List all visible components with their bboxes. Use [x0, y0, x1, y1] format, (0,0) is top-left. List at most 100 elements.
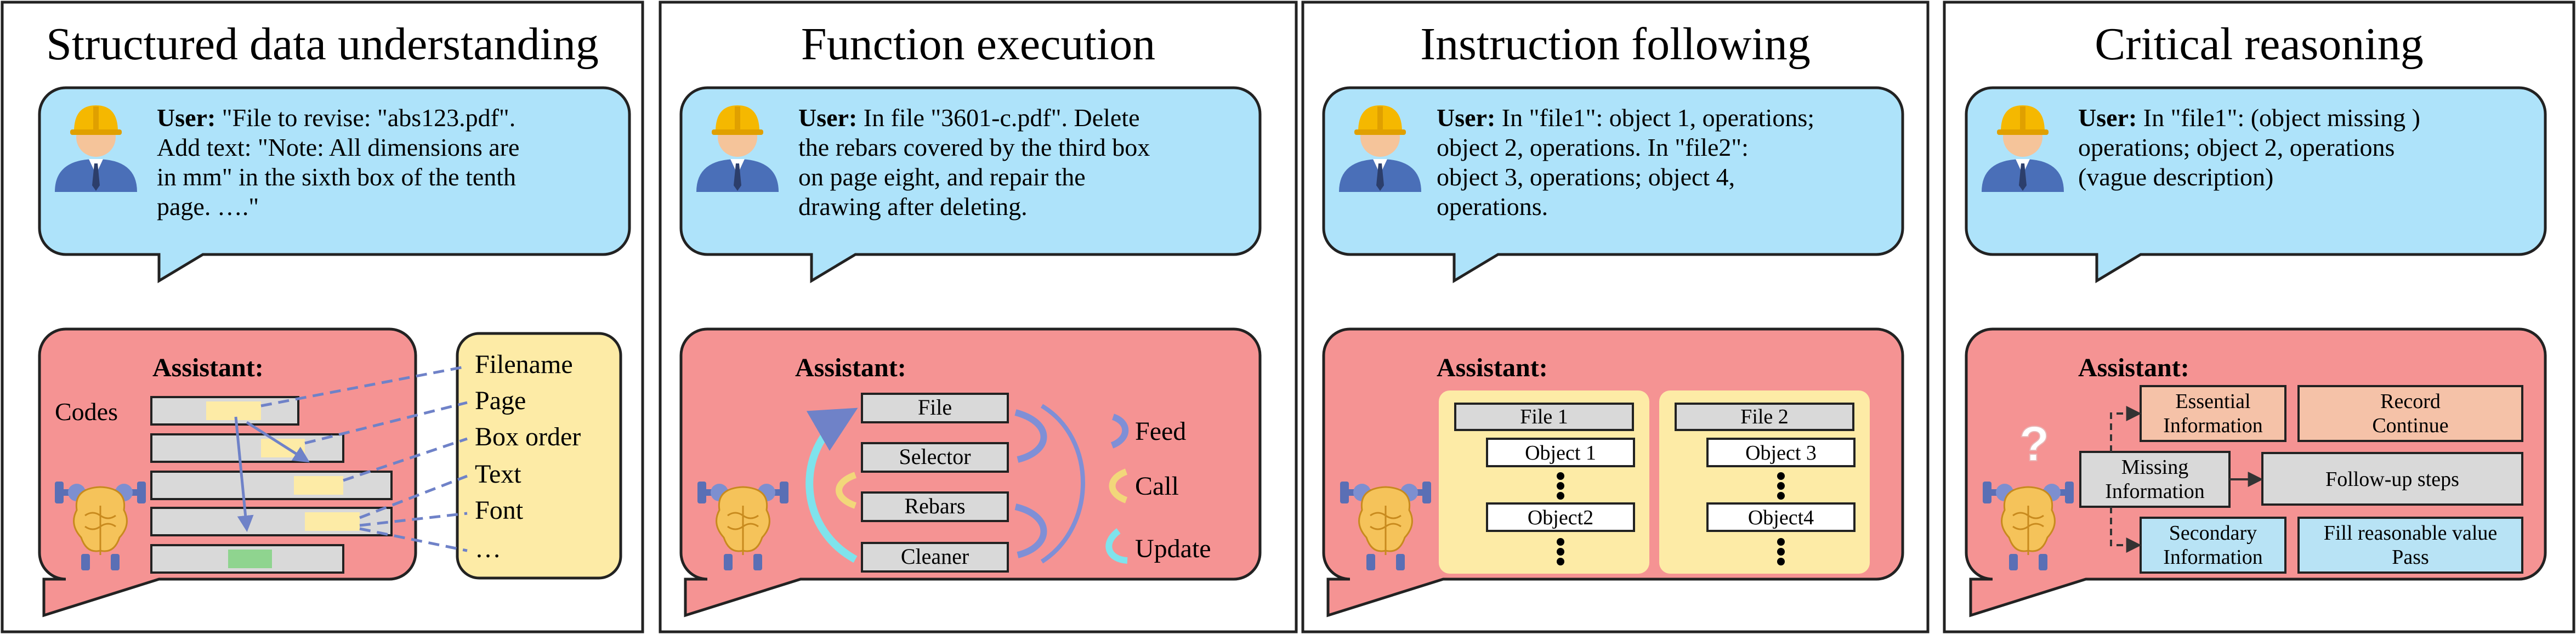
function-box-rebars [861, 491, 1009, 522]
ellipsis-dot [1777, 482, 1785, 490]
reasoning-connectors [2110, 406, 2263, 553]
user-label: User: [798, 104, 857, 132]
user-bubble-1 [38, 86, 631, 284]
function-box-selector [861, 442, 1009, 473]
user-text-line: In "file1": (object missing ) [2137, 104, 2420, 132]
connector-essential [2110, 406, 2142, 452]
panel-frame-2 [659, 1, 1298, 633]
link-arrow [246, 421, 310, 463]
codes-label: Codes [55, 398, 118, 426]
panel-frame-4 [1943, 1, 2575, 633]
svg-text:User: In file "3601-c.pdf". De: User: In file "3601-c.pdf". Delete [798, 104, 1140, 132]
connector-secondary [2110, 507, 2142, 553]
fill-value-label: Fill reasonable value Pass [2323, 522, 2498, 569]
svg-text:User: In "file1": object 1, op: User: In "file1": object 1, operations; [1437, 104, 1814, 132]
feed-arrow [1040, 404, 1085, 564]
file-label: File 2 [1740, 405, 1789, 428]
field-item: Box order [475, 422, 581, 451]
user-avatar-icon [1339, 105, 1421, 192]
object-box [1706, 502, 1856, 532]
user-message-2: User: In file "3601-c.pdf". Delete the r… [798, 104, 1150, 220]
question-mark-icon: ? [2019, 417, 2050, 472]
record-continue-box [2297, 385, 2523, 442]
svg-text:User: In "file1": (object miss: User: In "file1": (object missing ) [2078, 104, 2420, 132]
feed-arrow [1014, 409, 1047, 463]
missing-info-label: Missing Information [2105, 456, 2205, 503]
ellipsis-dot [1777, 558, 1785, 565]
code-bar-highlight [206, 401, 261, 420]
field-link-line [359, 512, 468, 527]
user-label: User: [157, 104, 215, 132]
function-boxes: File Selector Rebars Cleaner [861, 393, 1009, 573]
panel-frame-3 [1301, 1, 1930, 633]
ellipsis-dot [1777, 548, 1785, 556]
call-icon [1109, 468, 1128, 503]
function-label: Cleaner [901, 544, 969, 569]
user-avatar-icon [696, 105, 779, 192]
assistant-label: Assistant: [1437, 353, 1548, 382]
feed-arrow [1014, 503, 1047, 558]
object-box [1706, 438, 1856, 467]
legend-update: Update [1135, 534, 1211, 563]
file-box [1454, 403, 1634, 431]
field-list: Filename Page Box order Text Font … [475, 350, 581, 563]
file-label: File 1 [1520, 405, 1568, 428]
svg-text:User: "File to revise: "abs123: User: "File to revise: "abs123.pdf". [157, 104, 515, 132]
legend-feed: Feed [1135, 417, 1186, 446]
ellipsis-dot [1557, 548, 1564, 556]
update-icon [1105, 528, 1128, 564]
code-bar-highlight [305, 512, 360, 531]
user-label: User: [1437, 104, 1495, 132]
panel-title-1: Structured data understanding [46, 19, 599, 70]
feed-icon [1110, 414, 1129, 449]
field-link-line [359, 527, 468, 552]
fill-value-box [2297, 517, 2523, 574]
code-bar [150, 433, 344, 463]
legend-call: Call [1135, 472, 1179, 501]
user-text-line: object 2, operations. In "file2": [1437, 133, 1749, 161]
code-bar-highlight [294, 476, 343, 495]
code-bars [150, 396, 393, 574]
assistant-label: Assistant: [795, 353, 906, 382]
user-avatar-icon [55, 105, 137, 192]
ellipsis-dot [1557, 558, 1564, 565]
ellipsis-dot [1777, 492, 1785, 500]
ellipsis-dot [1557, 472, 1564, 480]
user-avatar-icon [1982, 105, 2064, 192]
file-group-2: File 2 Object 3 Object4 [1659, 390, 1870, 574]
assistant-label: Assistant: [2078, 353, 2189, 382]
user-text-line: (vague description) [2078, 163, 2273, 191]
followup-box [2261, 452, 2523, 506]
user-message-1: User: "File to revise: "abs123.pdf". Add… [157, 104, 519, 220]
code-bar [150, 471, 393, 500]
ellipsis-dot [1557, 538, 1564, 546]
user-text-line: in mm" in the sixth box of the tenth [157, 163, 516, 191]
user-text-line: In "file1": object 1, operations; [1495, 104, 1814, 132]
record-continue-label: Record Continue [2372, 390, 2449, 437]
function-label: Selector [899, 444, 971, 469]
user-text-line: drawing after deleting. [798, 193, 1028, 220]
object-box [1486, 502, 1635, 532]
user-text-line: "File to revise: "abs123.pdf". [215, 104, 515, 132]
user-text-line: the rebars covered by the third box [798, 133, 1150, 161]
object-label: Object2 [1528, 506, 1593, 529]
user-bubble-3 [1322, 86, 1904, 284]
file-box [1675, 403, 1854, 431]
panel-title-4: Critical reasoning [2095, 19, 2423, 70]
user-label: User: [2078, 104, 2137, 132]
field-link-line [304, 401, 468, 445]
missing-info-text: Missing Information [2105, 456, 2205, 503]
link-arrow [234, 416, 254, 532]
essential-info-box [2140, 385, 2286, 442]
brain-robot-icon [55, 482, 146, 570]
essential-info-label: Essential Information [2163, 390, 2263, 437]
user-text-line: on page eight, and repair the [798, 163, 1086, 191]
field-link-line [359, 474, 468, 519]
function-box-file [861, 393, 1009, 423]
panel-title-2: Function execution [801, 19, 1155, 70]
secondary-info-label: Secondary Information [2163, 522, 2263, 569]
field-box [456, 332, 622, 580]
brain-robot-icon [697, 482, 788, 570]
function-box-cleaner [861, 542, 1009, 573]
